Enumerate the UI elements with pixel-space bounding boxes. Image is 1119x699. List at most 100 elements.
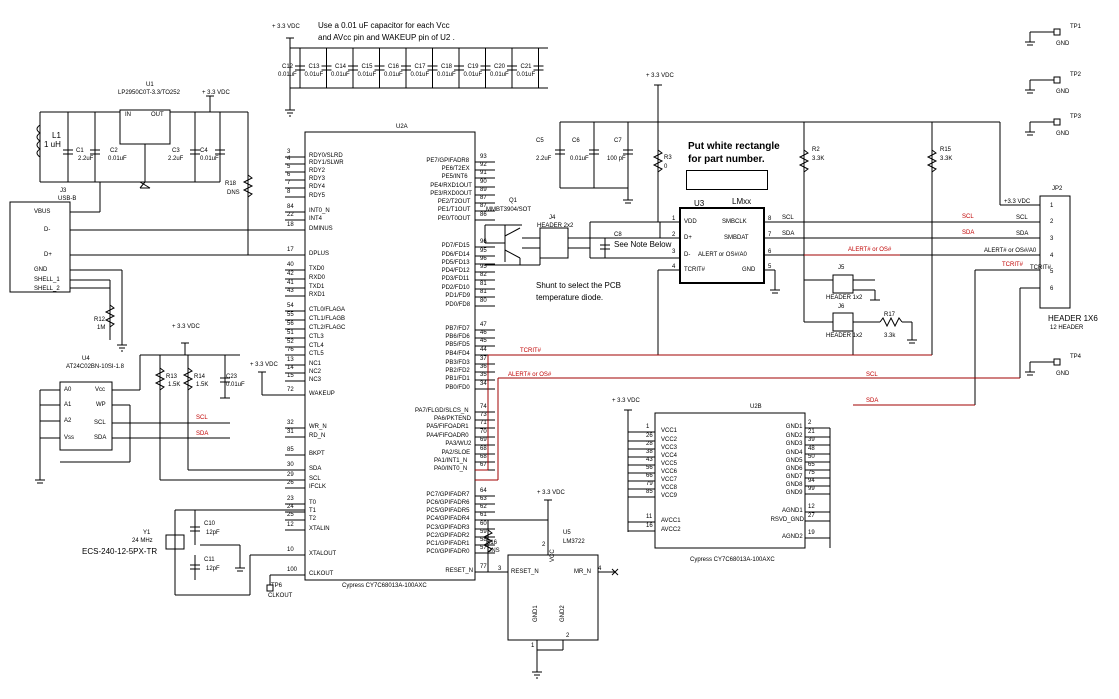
jp2-ref: JP2 [1052,186,1063,192]
u2b-right-pin-name: GND5 [785,458,803,464]
u2a-left-pin-number: 3 [287,149,291,155]
u2a-right-pin-name: PB3/FD3 [445,360,470,366]
u2a-right-pin-name: PC6/GPIFADR6 [426,500,470,506]
u2a-right-pin-number: 35 [480,372,487,378]
u4-a0: A0 [64,387,72,393]
vdd-label-u1: + 3.3 VDC [202,90,230,96]
u2b-left-pin-number: 56 [646,465,653,471]
u2b-left-pin-name: VCC7 [661,477,678,483]
u2b-right-pin-number: 19 [808,530,815,536]
j3-pin-shell1: SHELL_1 [34,277,60,283]
cap-val: 0.01uF [384,72,403,78]
vdd-label-u3: + 3.3 VDC [646,73,674,79]
c5-ref: C5 [536,138,544,144]
u2b-left-pin-name: VCC4 [661,453,678,459]
u2a-right-pin-name: PD3/FD11 [441,276,470,282]
u2a-right-pin-name: PE1/T1OUT [437,207,471,213]
u2a-right-pin-name: PC3/GPIFADR3 [426,525,470,531]
net-scl-u4: SCL [196,415,208,421]
u2a-right-pin-name: PB1/FD1 [445,376,470,382]
vdd-label-wakeup: + 3.3 VDC [250,362,278,368]
gnd-label: GND [1056,89,1070,95]
j3-pin-vbus: VBUS [34,209,51,215]
u2a-left-pin-name: CTL1/FLAGB [309,316,346,322]
r16-val: DNS [487,548,500,554]
u2a-right-pin-number: 77 [480,564,487,570]
u5-ref: U5 [563,530,571,536]
u2a-left-pin-name: CTL2/FLAGC [309,325,346,331]
u2a-left-pin-number: 4 [287,156,291,162]
test-point-pad [1053,76,1061,84]
jp2-pin-number: 4 [1050,253,1054,259]
u2a-ref: U2A [396,124,408,130]
u2a-right-pin-name: PB2/FD2 [445,368,470,374]
u2a-right-pin-name: PB7/FD7 [445,326,470,332]
j3-pin-dplus: D+ [44,252,52,258]
r18-val: DNS [227,190,240,196]
u2a-right-pin-number: 91 [480,170,487,176]
u2a-right-pin-name: PD0/FD8 [445,302,471,308]
u2b-left-pin-name: VCC6 [661,469,678,475]
cap-val: 0.01uF [331,72,350,78]
u2a-right-pin-name: PA6/PKTEND [434,416,471,422]
u2a-left-pin-name: RDY5 [309,193,326,199]
u2b-right-pin-number: 75 [808,470,815,476]
r15-ref: R15 [940,147,952,153]
j3-pin-dminus: D- [44,227,51,233]
u2a-right-pin-number: 90 [480,179,487,185]
u2a-left-pin-number: 55 [287,312,294,318]
u3-dminus: D- [684,252,691,258]
c2-val: 0.01uF [108,156,127,162]
u2a-right-pin-name: PE6/T2EX [441,166,470,172]
cap-ref: C16 [388,64,400,70]
u2a-left-pin-number: 18 [287,222,294,228]
gnd-label: GND [1056,371,1070,377]
jp2-net5: TCRIT# [1030,265,1051,271]
u2a-right-pin-name: PB5/FD5 [445,342,470,348]
u2b-left-pin-number: 26 [646,433,653,439]
u2a-right-pin-number: 67 [480,462,487,468]
u2a-left-pin-name: CTL0/FLAGA [309,307,346,313]
u2a-left-pin-number: 23 [287,496,294,502]
cap-val: 0.01uF [516,72,536,78]
c1-ref: C1 [76,148,84,154]
u3-p2: 2 [672,232,676,238]
part-number-box [686,170,768,190]
u2a-right-pin-number: 87 [480,195,487,201]
jp2-net4: ALERT# or OS#/A0 [984,248,1037,254]
u2a-right-pin-name: PE4/RXD1OUT [430,183,472,189]
c6-val: 0.01uF [570,156,589,162]
u2a-left-pin-name: DPLUS [309,251,330,257]
u2a-right-pin-name: PE5/INT6 [441,174,468,180]
u2a-left-pin-number: 100 [287,567,298,573]
vdd-label-top: + 3.3 VDC [272,24,300,30]
u2a-left-pin-name: XTALIN [309,526,330,532]
net-alert-bottom: ALERT# or OS# [508,372,552,378]
u2a-right-pin-number: 87 [480,203,487,209]
r18-ref: R18 [225,181,237,187]
u2a-right-pin-number: 58 [480,537,487,543]
net-sda-bottom: SDA [866,398,879,404]
u2a-left-pin-name: RDY2 [309,168,326,174]
u2a-left-pin-name: T0 [309,500,317,506]
q1-ref: Q1 [509,198,518,204]
jp2-net2: SCL [1016,215,1028,221]
j4-part: HEADER 2x2 [537,223,574,229]
u3-p1: 1 [672,216,676,222]
u2a-left-pin-number: 29 [287,472,294,478]
u2a-left-pin-number: 10 [287,547,294,553]
u2a-right-pin-number: 64 [480,488,487,494]
net-tcrit-right: TCRIT# [1002,262,1023,268]
u2a-right-pin-number: 95 [480,264,487,270]
test-point-ref: TP2 [1070,72,1082,78]
j6-ref: J6 [838,304,845,310]
u3-part: LMxx [732,197,752,206]
net-sda-right: SDA [962,230,975,236]
u2a-right-pin-name: PA1/INT1_N [434,458,468,464]
u2a-left-pin-number: 43 [287,288,294,294]
u2b-right-pin-name: GND6 [785,466,803,472]
net-alert-u3: ALERT# or OS# [848,247,892,253]
vdd-label-u4: + 3.3 VDC [172,324,200,330]
u3-p5: 5 [768,264,772,270]
u2b-left-pin-number: 79 [646,481,653,487]
